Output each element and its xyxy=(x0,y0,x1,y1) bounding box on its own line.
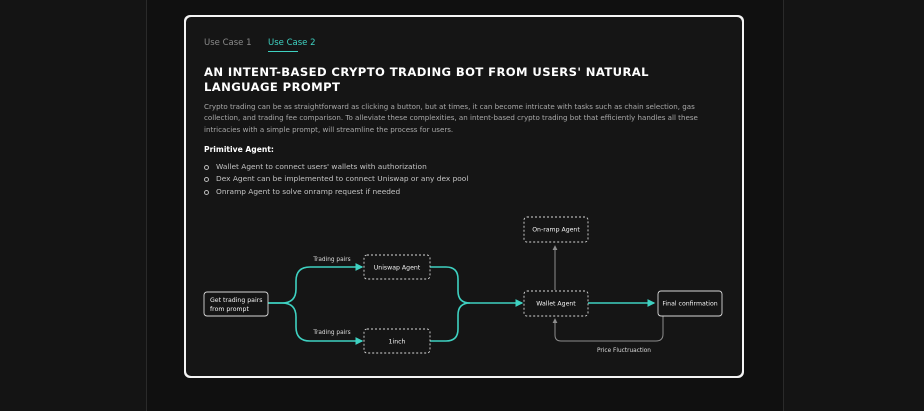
list-item: Dex Agent can be implemented to connect … xyxy=(203,173,468,185)
node-get-trading-pairs-line-1: Get trading pairs xyxy=(210,297,262,304)
title-line-1: AN INTENT-BASED CRYPTO TRADING BOT FROM … xyxy=(204,65,649,79)
tab-use-case-2[interactable]: Use Case 2 xyxy=(268,38,316,48)
node-get-trading-pairs-line-2: from prompt xyxy=(210,306,249,313)
bullet-circle-icon xyxy=(204,177,209,183)
edge-price-loop xyxy=(552,316,664,342)
description-line-2: collection, and trading fee comparison. … xyxy=(204,113,698,123)
tab-use-case-1[interactable]: Use Case 1 xyxy=(204,38,252,48)
list-item: Onramp Agent to solve onramp request if … xyxy=(203,186,468,198)
list-item: Wallet Agent to connect users' wallets w… xyxy=(203,161,468,173)
node-final-confirmation: Final confirmation xyxy=(657,290,723,317)
edge-start-to-uniswap xyxy=(268,263,364,304)
title-line-2: LANGUAGE PROMPT xyxy=(204,80,341,94)
node-uniswap-agent: Uniswap Agent xyxy=(363,254,431,280)
bullet-circle-icon xyxy=(204,165,209,170)
active-tab-underline xyxy=(268,51,298,52)
edge-label-price-fluctuation: Price Fluctruaction xyxy=(597,348,651,354)
list-item-text: Wallet Agent to connect users' wallets w… xyxy=(216,162,427,171)
primitive-agent-list: Wallet Agent to connect users' wallets w… xyxy=(203,161,468,198)
node-onramp-agent: On-ramp Agent xyxy=(523,216,589,243)
edge-start-to-oneinch xyxy=(268,302,364,345)
edge-uniswap-to-wallet xyxy=(430,266,524,307)
description-line-3: intricacies with a simple prompt, will s… xyxy=(204,124,454,134)
description-line-1: Crypto trading can be as straightforward… xyxy=(204,102,695,111)
page-title: AN INTENT-BASED CRYPTO TRADING BOT FROM … xyxy=(204,65,724,95)
node-onramp-agent-label: On-ramp Agent xyxy=(532,227,580,234)
node-1inch-label: 1inch xyxy=(389,339,406,346)
node-get-trading-pairs: Get trading pairs from prompt xyxy=(203,291,269,317)
list-item-text: Onramp Agent to solve onramp request if … xyxy=(216,186,401,196)
description: Crypto trading can be as straightforward… xyxy=(204,101,729,135)
primitive-agent-heading: Primitive Agent: xyxy=(204,145,274,154)
edge-oneinch-to-wallet xyxy=(430,302,471,342)
node-final-confirmation-label: Final confirmation xyxy=(662,301,717,308)
use-case-card: Use Case 1 Use Case 2 AN INTENT-BASED CR… xyxy=(186,17,742,376)
bullet-circle-icon xyxy=(204,189,209,195)
node-wallet-agent-label: Wallet Agent xyxy=(536,301,576,308)
agent-flow-diagram: Get trading pairs from prompt Uniswap Ag… xyxy=(203,216,723,354)
edge-label-trading-pairs-bottom: Trading pairs xyxy=(312,330,350,336)
node-uniswap-agent-label: Uniswap Agent xyxy=(374,265,421,272)
node-1inch: 1inch xyxy=(363,328,431,354)
edge-label-trading-pairs-top: Trading pairs xyxy=(312,257,350,263)
list-item-text: Dex Agent can be implemented to connect … xyxy=(216,174,469,184)
node-wallet-agent: Wallet Agent xyxy=(523,290,589,317)
